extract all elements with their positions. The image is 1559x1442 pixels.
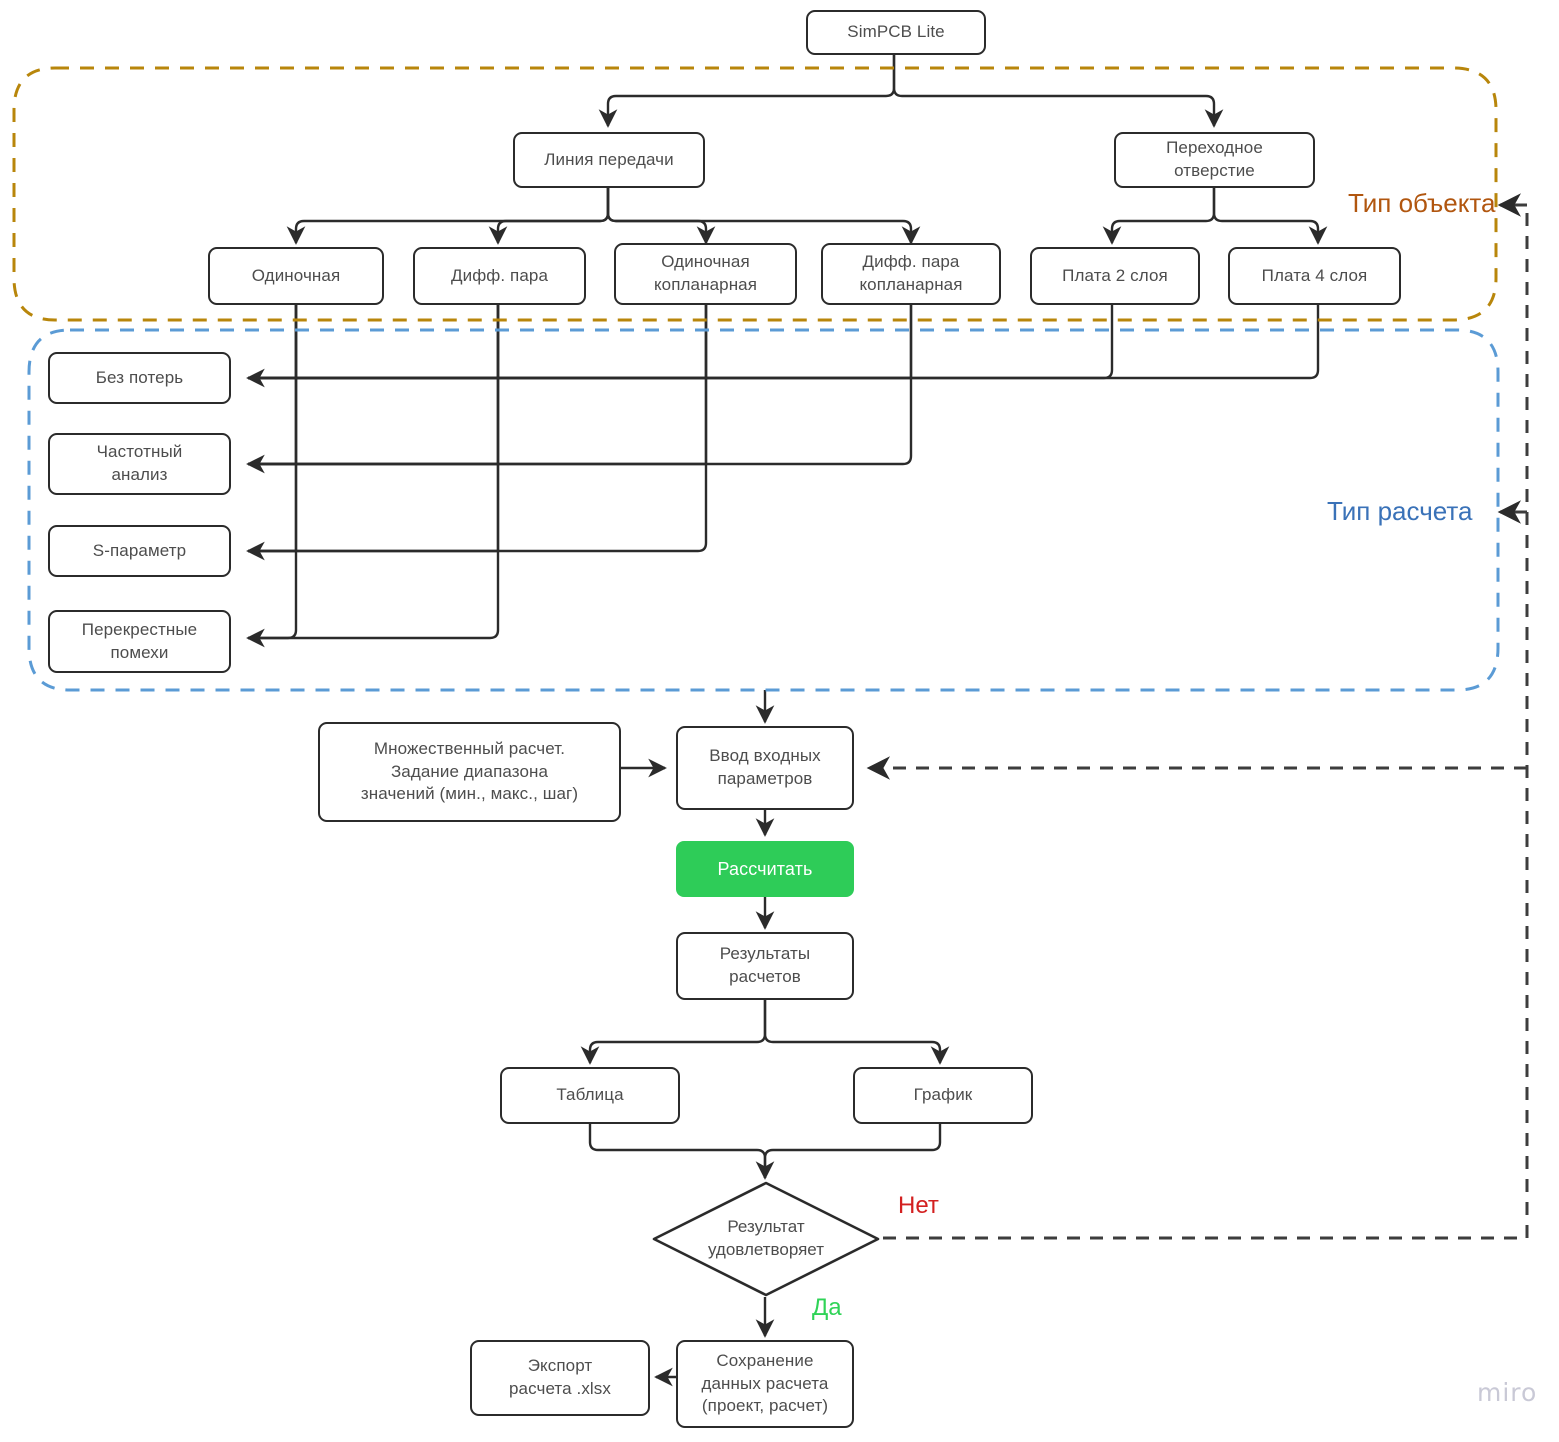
node-board-4-layers-label: Плата 4 слоя bbox=[1261, 265, 1368, 285]
node-results-label: Результаты расчетов bbox=[719, 944, 811, 986]
calculate-button-label: Рассчитать bbox=[717, 858, 813, 879]
node-board-2-layers[interactable]: Плата 2 слоя bbox=[1030, 247, 1200, 305]
node-chart-label: График bbox=[913, 1085, 973, 1105]
node-crosstalk-label: Перекрестные помехи bbox=[81, 619, 198, 662]
node-board-2-layers-label: Плата 2 слоя bbox=[1062, 265, 1168, 285]
group-label-calc-type: Тип расчета bbox=[1327, 496, 1473, 526]
node-transmission-line[interactable]: Линия передачи bbox=[513, 132, 705, 188]
node-lossless[interactable]: Без потерь bbox=[48, 352, 231, 404]
node-frequency-analysis-label: Частотный анализ bbox=[96, 442, 183, 484]
node-s-parameter-label: S-параметр bbox=[92, 540, 187, 560]
node-single-coplanar-label: Одиночная копланарная bbox=[653, 252, 758, 294]
flow-label-yes: Да bbox=[812, 1294, 842, 1321]
node-via-label: Переходное отверстие bbox=[1166, 138, 1263, 180]
node-diff-pair[interactable]: Дифф. пара bbox=[413, 247, 586, 305]
node-decision-label: Результат удовлетворяет bbox=[708, 1217, 824, 1259]
diamond-shape bbox=[652, 1181, 880, 1297]
node-table[interactable]: Таблица bbox=[500, 1067, 680, 1124]
group-label-object-type: Тип объекта bbox=[1348, 188, 1496, 218]
node-multiple-calculation[interactable]: Множественный расчет. Задание диапазона … bbox=[318, 722, 621, 822]
node-save-data[interactable]: Сохранение данных расчета (проект, расче… bbox=[676, 1340, 854, 1428]
node-s-parameter[interactable]: S-параметр bbox=[48, 525, 231, 577]
node-input-parameters-label: Ввод входных параметров bbox=[709, 746, 821, 788]
node-results[interactable]: Результаты расчетов bbox=[676, 932, 854, 1000]
node-root[interactable]: SimPCB Lite bbox=[806, 10, 986, 55]
node-input-parameters[interactable]: Ввод входных параметров bbox=[676, 726, 854, 810]
node-via[interactable]: Переходное отверстие bbox=[1114, 132, 1315, 188]
miro-watermark: miro bbox=[1477, 1378, 1538, 1407]
calculate-button[interactable]: Рассчитать bbox=[676, 841, 854, 897]
node-lossless-label: Без потерь bbox=[95, 367, 184, 387]
node-chart[interactable]: График bbox=[853, 1067, 1033, 1124]
node-single-label: Одиночная bbox=[251, 265, 341, 285]
node-diff-pair-coplanar[interactable]: Дифф. пара копланарная bbox=[821, 243, 1001, 305]
node-table-label: Таблица bbox=[556, 1085, 624, 1105]
node-diff-pair-coplanar-label: Дифф. пара копланарная bbox=[859, 252, 963, 294]
node-diff-pair-label: Дифф. пара bbox=[451, 265, 548, 285]
node-export-label: Экспорт расчета .xlsx bbox=[508, 1356, 612, 1398]
flow-label-no: Нет bbox=[898, 1192, 939, 1219]
node-crosstalk[interactable]: Перекрестные помехи bbox=[48, 610, 231, 673]
node-transmission-line-label: Линия передачи bbox=[544, 149, 674, 169]
node-save-data-label: Сохранение данных расчета (проект, расче… bbox=[701, 1350, 829, 1416]
node-export[interactable]: Экспорт расчета .xlsx bbox=[470, 1340, 650, 1416]
node-root-label: SimPCB Lite bbox=[847, 22, 945, 42]
node-frequency-analysis[interactable]: Частотный анализ bbox=[48, 433, 231, 495]
node-multiple-calculation-label: Множественный расчет. Задание диапазона … bbox=[360, 738, 579, 804]
node-single[interactable]: Одиночная bbox=[208, 247, 384, 305]
node-decision[interactable]: Результат удовлетворяет bbox=[650, 1180, 882, 1298]
node-single-coplanar[interactable]: Одиночная копланарная bbox=[614, 243, 797, 305]
node-board-4-layers[interactable]: Плата 4 слоя bbox=[1228, 247, 1401, 305]
